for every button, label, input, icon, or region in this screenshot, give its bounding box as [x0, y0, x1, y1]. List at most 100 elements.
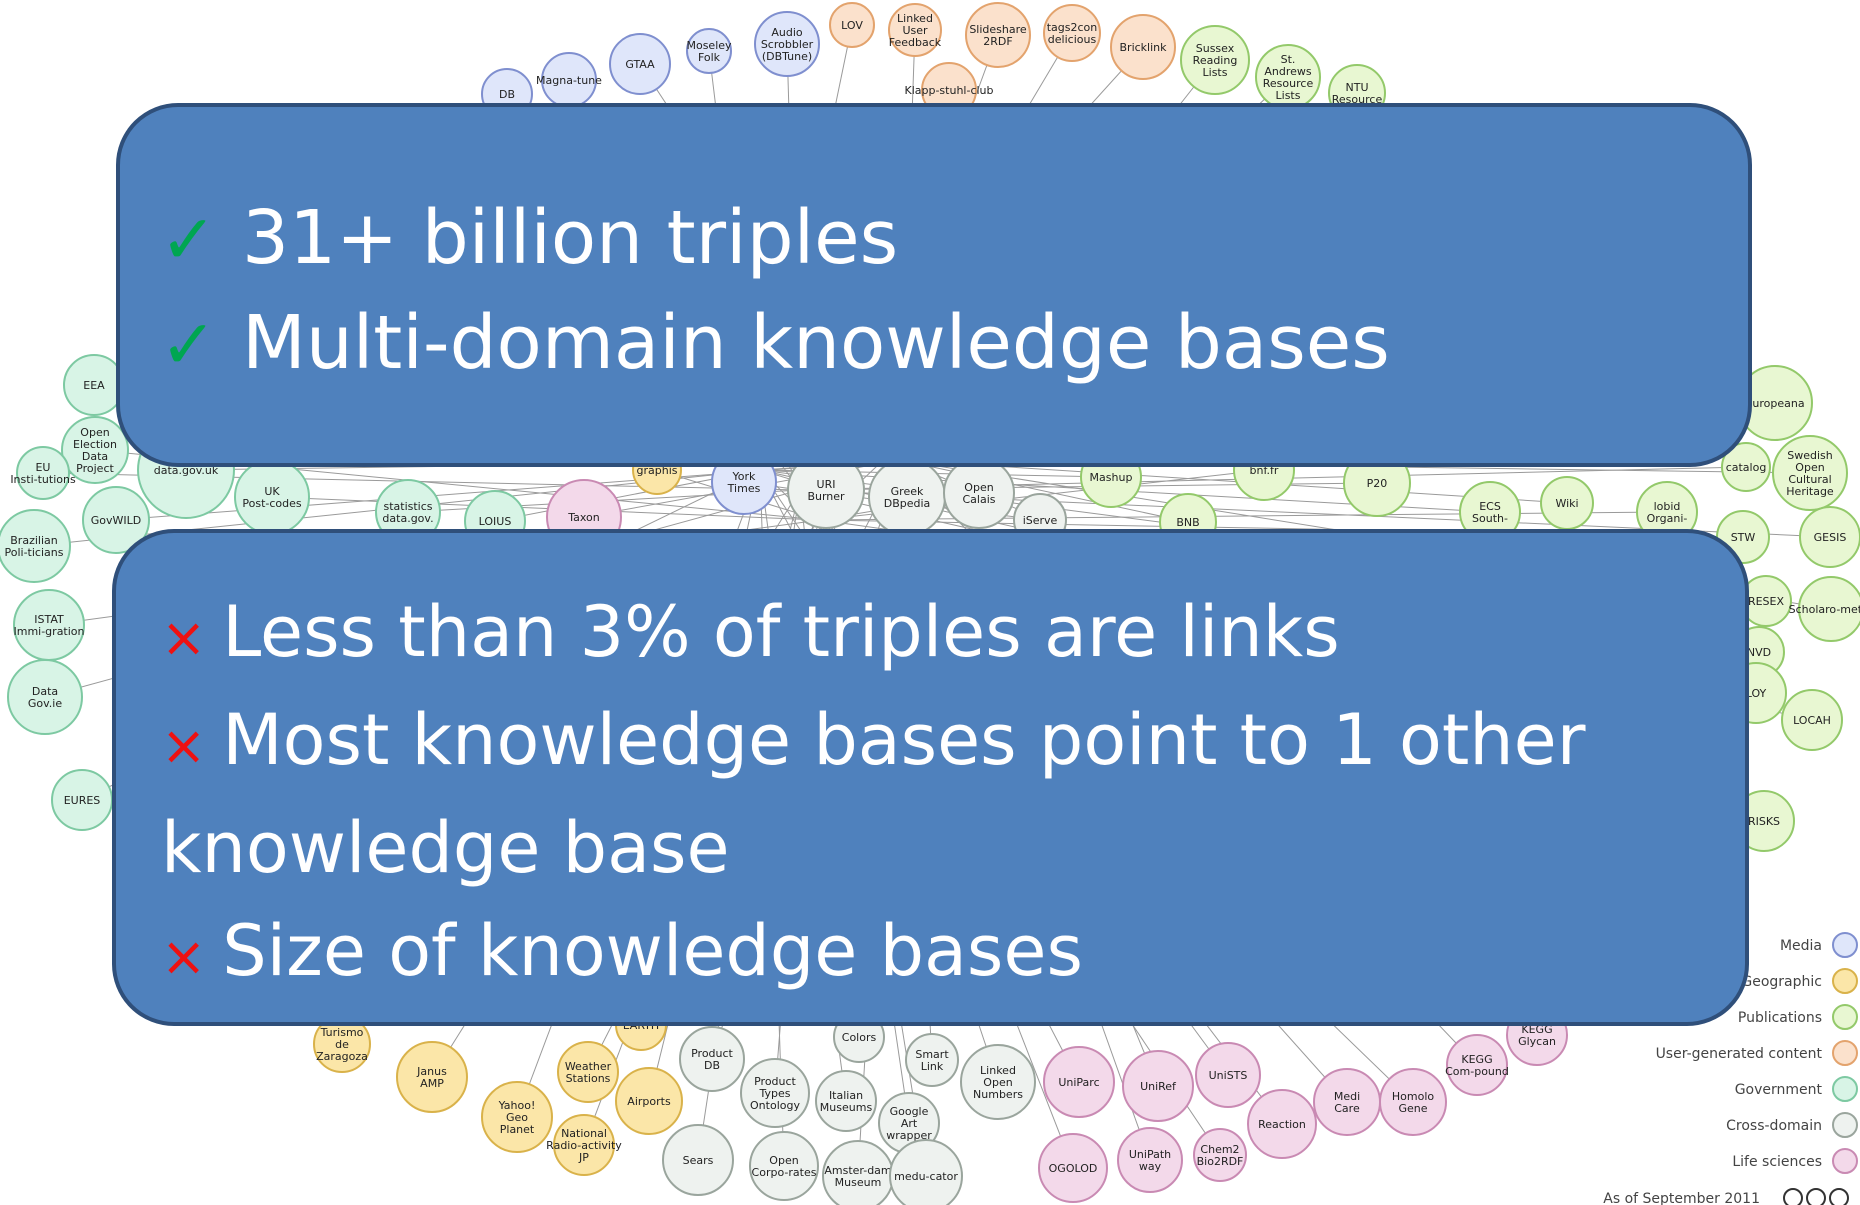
dataset-node-label: UK	[264, 485, 280, 498]
dataset-node-label: Linked	[897, 12, 933, 25]
dataset-node-label: way	[1139, 1160, 1162, 1173]
legend-label: Geographic	[1741, 974, 1822, 990]
dataset-node-label: DBpedia	[884, 497, 931, 510]
dataset-node-label: Swedish	[1787, 449, 1833, 462]
dataset-node: GovWILD	[82, 486, 150, 554]
dataset-node: UniParc	[1043, 1046, 1115, 1118]
dataset-node: GTAA	[609, 33, 671, 95]
dataset-node: Magna-tune	[536, 52, 602, 108]
dataset-node-label: Post-codes	[242, 497, 302, 510]
dataset-node-label: Reading	[1193, 54, 1238, 67]
dataset-node-label: Janus	[416, 1065, 447, 1078]
cloud-link	[271, 496, 821, 521]
dataset-node-label: Folk	[698, 51, 721, 64]
dataset-node-label: Taxon	[567, 511, 600, 524]
dataset-node-label: Slideshare	[969, 23, 1027, 36]
dataset-node-label: National	[561, 1127, 607, 1140]
dataset-node-label: Types	[759, 1087, 791, 1100]
dataset-node-label: Planet	[500, 1123, 535, 1136]
checkmark-icon: ✓	[160, 201, 217, 280]
dataset-node-label: de	[335, 1038, 349, 1051]
dataset-node: GESIS	[1799, 506, 1860, 568]
dataset-node-label: Wiki	[1555, 497, 1578, 510]
dataset-node-label: Corpo-rates	[752, 1166, 817, 1179]
dataset-node-label: Glycan	[1518, 1035, 1556, 1048]
limitations-callout: ×Less than 3% of triples are links ×Most…	[112, 529, 1749, 1026]
dataset-node-label: Weather	[565, 1060, 612, 1073]
dataset-node-label: Open	[1795, 461, 1824, 474]
limitation-text-2: Most knowledge bases point to 1 other	[222, 699, 1586, 781]
dataset-node-label: medu-cator	[894, 1170, 958, 1183]
limitation-item-3: ×Size of knowledge bases	[161, 900, 1745, 1008]
dataset-node-label: South-	[1472, 512, 1508, 525]
dataset-node-label: Museums	[820, 1101, 873, 1114]
dataset-node-label: Com-pound	[1445, 1065, 1509, 1078]
legend-label: Government	[1735, 1082, 1823, 1098]
dataset-node-label: OGOLOD	[1049, 1162, 1098, 1175]
dataset-node-label: Resource	[1263, 77, 1314, 90]
dataset-node-label: Homolo	[1392, 1090, 1435, 1103]
dataset-node-label: Europeana	[1745, 397, 1804, 410]
dataset-node-label: GESIS	[1814, 531, 1847, 544]
dataset-node: Wiki	[1540, 476, 1594, 530]
dataset-node-label: AMP	[420, 1077, 444, 1090]
dataset-node-label: Yahoo!	[498, 1099, 536, 1112]
dataset-node-label: Turismo	[320, 1026, 364, 1039]
cross-icon: ×	[161, 714, 207, 777]
dataset-node-label: Project	[76, 462, 114, 475]
limitation-text-1: Less than 3% of triples are links	[222, 591, 1340, 673]
dataset-node-label: wrapper	[886, 1129, 932, 1142]
dataset-node-label: UniSTS	[1209, 1069, 1248, 1082]
legend-swatch	[1832, 1112, 1858, 1138]
dataset-node-label: Organi-	[1647, 512, 1688, 525]
legend: MediaGeographicPublicationsUser-generate…	[1656, 932, 1858, 1174]
dataset-node-label: Moseley	[686, 39, 732, 52]
dataset-node-label: RESEX	[1748, 595, 1785, 608]
dataset-node-label: Klapp-stuhl-club	[904, 84, 993, 97]
dataset-node-label: Data	[32, 685, 58, 698]
limitation-text-2-continued: knowledge base	[161, 807, 730, 889]
dataset-node: LOCAH	[1781, 689, 1843, 751]
cloud-link	[899, 459, 1568, 504]
dataset-node: UniSTS	[1195, 1042, 1261, 1108]
dataset-node-label: EU	[35, 461, 50, 474]
dataset-node-label: Gene	[1398, 1102, 1427, 1115]
dataset-node-label: Audio	[771, 26, 803, 39]
legend-label: Life sciences	[1732, 1154, 1822, 1170]
dataset-node-label: Link	[921, 1060, 944, 1073]
cc-license-icon	[1783, 1188, 1849, 1205]
dataset-node-label: P20	[1367, 477, 1388, 490]
dataset-node-label: data.gov.	[382, 512, 433, 525]
dataset-node: Bricklink	[1110, 14, 1176, 80]
dataset-node: UniRef	[1122, 1050, 1194, 1122]
limitation-item-2-continued: knowledge base	[161, 797, 1745, 900]
dataset-node-label: LOIUS	[479, 515, 512, 528]
dataset-node-label: Airports	[627, 1095, 671, 1108]
dataset-node: EURES	[51, 769, 113, 831]
dataset-node-label: ISTAT	[34, 613, 64, 626]
dataset-node: Sears	[662, 1124, 734, 1196]
dataset-node-label: Lists	[1203, 66, 1228, 79]
dataset-node-label: Zaragoza	[316, 1050, 368, 1063]
highlight-item-1: ✓31+ billion triples	[160, 187, 1748, 292]
